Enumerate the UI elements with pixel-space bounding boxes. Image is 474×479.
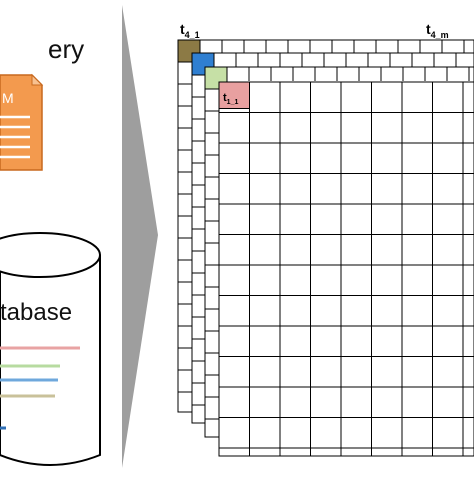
database-label: tabase: [0, 299, 72, 326]
document-icon: M: [0, 73, 44, 171]
label-t4-m: t4_m: [426, 21, 449, 40]
label-t4-1: t4_1: [180, 21, 200, 40]
matrix-stack: t1_1: [177, 39, 474, 457]
query-label: ery: [48, 34, 84, 64]
document-icon-text: M: [2, 90, 14, 106]
database-cylinder: tabase: [0, 232, 101, 466]
matrix-layer-t1-first-cell: [218, 81, 250, 109]
label-t1-1: t1_1: [223, 92, 238, 106]
flow-arrow: [122, 5, 158, 468]
query-section: ery M: [0, 34, 84, 171]
flow-arrow-shape: [122, 5, 158, 468]
matrix-layer-background: [218, 81, 474, 457]
database-text-lines: [0, 346, 80, 430]
matrix-layer-t1: t1_1: [218, 81, 474, 457]
